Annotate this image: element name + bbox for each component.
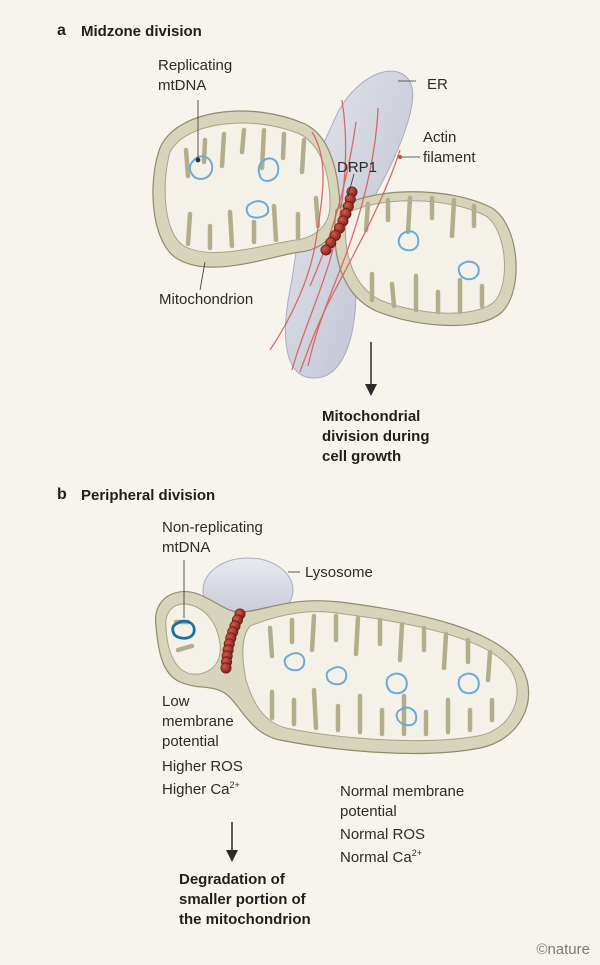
arrow-a: [365, 342, 377, 396]
arrow-b: [226, 822, 238, 862]
panel-a-letter: a: [57, 22, 66, 39]
actin-filament-label: Actin filament: [423, 129, 476, 166]
panel-b-title: Peripheral division: [81, 487, 216, 504]
higher-ca-label: Higher Ca2+: [162, 780, 240, 799]
lysosome-label: Lysosome: [305, 564, 373, 581]
non-replicating-mtdna-label: Non-replicating mtDNA: [162, 519, 263, 556]
actin-filaments: [269, 99, 401, 373]
drp1-label: DRP1: [337, 159, 378, 176]
er-label: ER: [427, 76, 448, 93]
outcome-b: Degradation of smaller portion of the mi…: [179, 871, 311, 928]
non-replicating-mtdna: [171, 619, 196, 640]
higher-ros-label: Higher ROS: [162, 758, 243, 775]
cristae-right: [363, 195, 485, 315]
pointer-lines-a: [195, 80, 420, 291]
outcome-a: Mitochondrial division during cell growt…: [322, 408, 430, 465]
normal-membrane-potential-label: Normal membrane potential: [340, 783, 465, 820]
drp1-bead: [320, 244, 332, 256]
replicating-mtdna-label: Replicating mtDNA: [158, 57, 233, 94]
mtdna-b: [171, 619, 480, 727]
nature-credit: ©nature: [536, 941, 590, 958]
mitochondrion-label: Mitochondrion: [159, 291, 254, 308]
drp1-ring-peripheral: [220, 608, 246, 674]
normal-ros-label: Normal ROS: [340, 826, 426, 843]
drp1-ring: [320, 186, 358, 256]
panel-a-title: Midzone division: [81, 23, 202, 40]
pointer-lines-b: [183, 560, 300, 618]
low-membrane-potential-label: Low membrane potential: [162, 693, 234, 750]
panel-b-letter: b: [57, 486, 67, 503]
normal-ca-label: Normal Ca2+: [340, 848, 422, 867]
drp1-bead: [220, 662, 232, 674]
replicating-mtdna: [188, 155, 480, 281]
